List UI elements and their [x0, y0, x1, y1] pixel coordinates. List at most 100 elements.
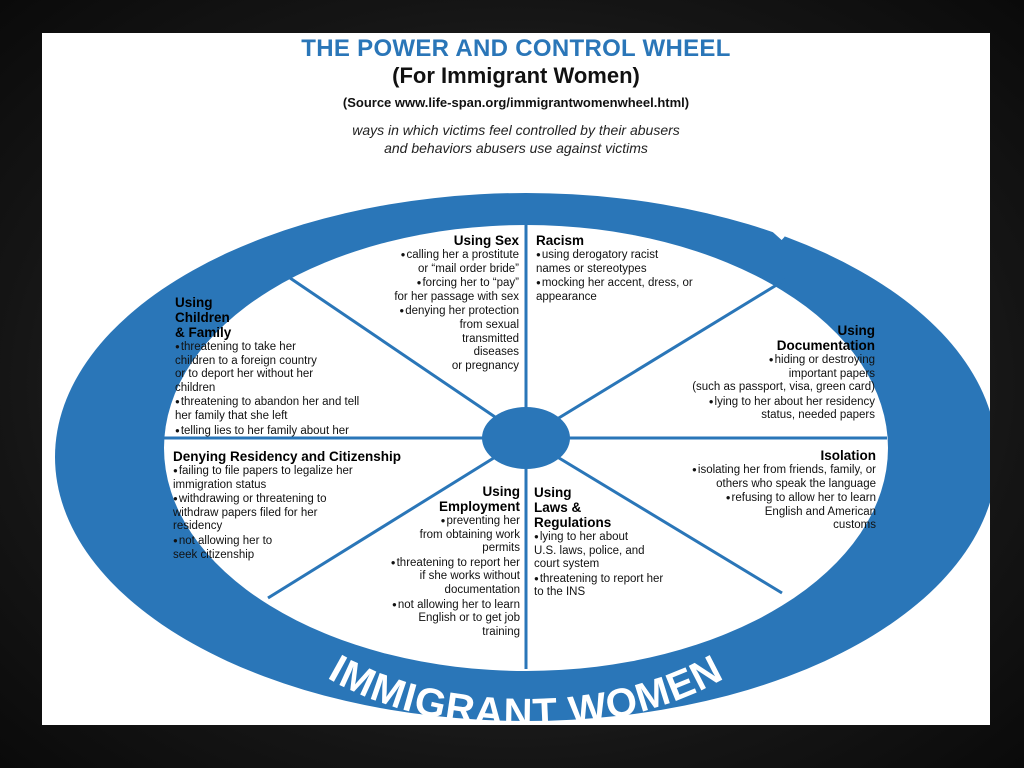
bullet-line: using derogatory racist — [541, 249, 659, 261]
sector-bullet: lying to her about her residencystatus, … — [605, 395, 875, 423]
bullet-line: her family that she left — [175, 409, 288, 422]
sector-title: Using Sex — [339, 233, 519, 248]
bullet-line: to the INS — [534, 586, 586, 599]
bullet-line: names or stereotypes — [536, 262, 647, 275]
sector-denying-residency-citizenship: Denying Residency and Citizenshipfailing… — [173, 449, 493, 562]
bullet-line: or pregnancy — [451, 359, 519, 372]
sector-title-line: Using — [175, 295, 213, 310]
bullet-line: seek citizenship — [173, 548, 255, 561]
sector-using-documentation: UsingDocumentationhiding or destroyingim… — [605, 323, 875, 423]
bullet-line: not allowing her to learn — [397, 598, 520, 611]
sector-bullet: failing to file papers to legalize herim… — [173, 464, 493, 492]
bullet-line: training — [482, 625, 520, 638]
bullet-line: court system — [534, 558, 600, 571]
bullet-line: if she works without — [419, 570, 520, 583]
bullet-line: lying to her about — [539, 531, 629, 543]
bullet-line: denying her protection — [405, 305, 519, 318]
sector-bullet: telling lies to her family about her — [175, 424, 440, 439]
bullet-line: English and American — [764, 505, 876, 518]
sector-title-line: Denying Residency and Citizenship — [173, 449, 402, 464]
bullet-line: U.S. laws, police, and — [534, 544, 645, 557]
bullet-line: diseases — [473, 346, 519, 359]
sector-bullet: forcing her to “pay”for her passage with… — [339, 276, 519, 304]
bullet-line: residency — [173, 520, 223, 533]
bullet-line: hiding or destroying — [774, 354, 875, 366]
bullet-line: telling lies to her family about her — [180, 424, 349, 437]
bullet-line: important papers — [788, 367, 875, 380]
bullet-line: immigration status — [173, 478, 267, 491]
bullet-line: transmitted — [462, 332, 519, 345]
sector-title-line: Documentation — [776, 338, 875, 353]
sector-isolation: Isolationisolating her from friends, fam… — [606, 448, 876, 533]
bullet-line: documentation — [444, 583, 520, 596]
sector-title-line: Using Sex — [453, 233, 519, 248]
sector-title: Isolation — [606, 448, 876, 463]
page-title: THE POWER AND CONTROL WHEEL — [301, 35, 731, 62]
tagline: ways in which victims feel controlled by… — [42, 121, 990, 157]
hub — [482, 407, 570, 469]
bullet-line: appearance — [536, 290, 597, 303]
sector-bullets: isolating her from friends, family, orot… — [606, 463, 876, 533]
bullet-line: isolating her from friends, family, or — [697, 464, 876, 476]
bullet-line: (such as passport, visa, green card) — [692, 381, 875, 394]
source-line: (Source www.life-span.org/immigrantwomen… — [342, 95, 690, 110]
bullet-line: or to deport her without her — [175, 368, 314, 381]
sector-bullet: isolating her from friends, family, orot… — [606, 463, 876, 491]
sector-bullets: failing to file papers to legalize herim… — [173, 464, 493, 562]
sector-title-line: Regulations — [534, 515, 612, 530]
bullet-line: not allowing her to — [178, 534, 273, 547]
tagline-line-1: ways in which victims feel controlled by… — [352, 122, 680, 138]
bullet-line: threatening to take her — [180, 341, 296, 353]
bullet-line: failing to file papers to legalize her — [178, 465, 353, 477]
sector-title-line: & Family — [175, 325, 232, 340]
sector-title-line: Using — [534, 485, 572, 500]
sector-title: Denying Residency and Citizenship — [173, 449, 493, 464]
sector-title-line: Laws & — [534, 500, 582, 515]
bullet-line: or “mail order bride” — [418, 262, 519, 275]
bullet-line: children — [175, 381, 216, 394]
bullet-line: withdraw papers filed for her — [173, 506, 318, 519]
bullet-line: status, needed papers — [761, 409, 875, 422]
bullet-line: others who speak the language — [716, 477, 876, 490]
page-subtitle: (For Immigrant Women) — [392, 63, 640, 88]
bullet-line: lying to her about her residency — [714, 395, 875, 408]
sector-title-line: Using — [837, 323, 875, 338]
bullet-line: customs — [833, 519, 876, 532]
slide: POWER & CONTROL WHEEL IMMIGRANT WOMEN TH… — [42, 33, 990, 725]
sector-title: Racism — [536, 233, 776, 248]
sector-title-line: Isolation — [820, 448, 876, 463]
sector-title-line: Racism — [536, 233, 585, 248]
bullet-line: refusing to allow her to learn — [731, 492, 876, 505]
bullet-line: from sexual — [459, 318, 519, 331]
bullet-line: calling her a prostitute — [406, 249, 519, 261]
bullet-line: forcing her to “pay” — [422, 277, 519, 290]
sector-title-line: Children — [175, 310, 230, 325]
bullet-line: withdrawing or threatening to — [178, 493, 327, 506]
bullet-line: mocking her accent, dress, or — [541, 277, 693, 290]
bullet-line: threatening to report her — [539, 572, 664, 585]
